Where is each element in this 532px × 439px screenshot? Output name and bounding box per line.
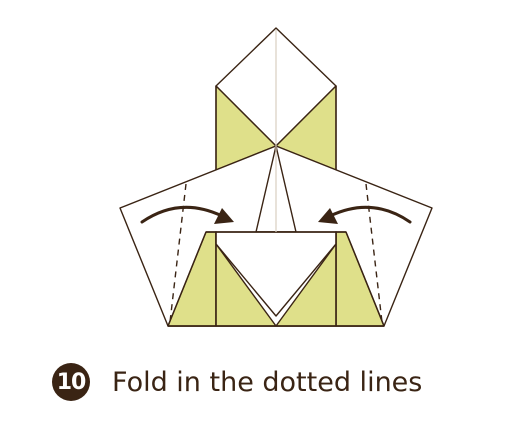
step-number-badge: 10 [52, 363, 90, 401]
origami-diagram [119, 27, 433, 327]
right-arrowhead [318, 208, 338, 224]
step-instruction: Fold in the dotted lines [112, 366, 423, 398]
curved-arrow-icon [328, 205, 412, 224]
left-arrowhead [214, 208, 234, 224]
curved-arrow-icon [140, 205, 224, 224]
step-caption: 10 Fold in the dotted lines [52, 362, 422, 402]
